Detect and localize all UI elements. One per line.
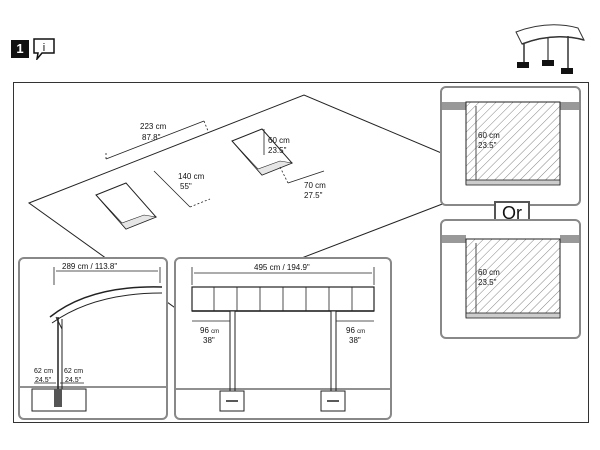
side-view-drawing: 289 cm / 113.8" 62 cm 24.5" 62 cm 24.5" [20, 262, 166, 412]
front-left-cm: 96 cm [200, 326, 219, 335]
hole-detail-bottom-drawing: 60 cm 23.5" [442, 235, 579, 319]
plan-hole-len-cm: 70 cm [304, 181, 326, 190]
main-frame: 223 cm 87.8" 140 cm 55" 60 cm 23.5" 70 c… [13, 82, 589, 423]
plan-hole-side-cm: 60 cm [268, 136, 290, 145]
plan-width-cm: 223 cm [140, 122, 167, 131]
front-view-drawing: 495 cm / 194.9" 96 cm 38" 96 cm 38" [176, 263, 390, 412]
plan-hole-len-in: 27.5" [304, 191, 323, 200]
hole-top-depth-in: 23.5" [478, 141, 497, 150]
plan-hole-side-in: 23.5" [268, 146, 287, 155]
plan-width-in: 87.8" [142, 133, 161, 142]
side-left-cm: 62 cm [34, 368, 53, 375]
front-right-cm: 96 cm [346, 326, 365, 335]
plan-depth-cm: 140 cm [178, 172, 205, 181]
hole-bottom-depth-cm: 60 cm [478, 268, 500, 277]
side-view-panel: 289 cm / 113.8" 62 cm 24.5" 62 cm 24.5" [18, 257, 168, 420]
side-right-cm: 62 cm [64, 368, 83, 375]
front-left-in: 38" [203, 336, 215, 345]
svg-text:i: i [43, 42, 45, 54]
side-left-in: 24.5" [35, 377, 52, 384]
carport-thumbnail-icon [515, 24, 585, 74]
front-span-label: 495 cm / 194.9" [254, 263, 310, 272]
ground-plan: 223 cm 87.8" 140 cm 55" 60 cm 23.5" 70 c… [27, 94, 485, 308]
hole-detail-bottom-panel: 60 cm 23.5" [440, 219, 581, 339]
front-view-panel: 495 cm / 194.9" 96 cm 38" 96 cm 38" [174, 257, 392, 420]
side-right-in: 24.5" [65, 377, 82, 384]
side-span-label: 289 cm / 113.8" [62, 262, 117, 271]
step-number: 1 [11, 40, 29, 58]
hole-detail-top-drawing: 60 cm 23.5" [442, 101, 579, 186]
front-right-in: 38" [349, 336, 361, 345]
plan-depth-in: 55" [180, 182, 192, 191]
hole-detail-top-panel: 60 cm 23.5" [440, 86, 581, 206]
hole-top-depth-cm: 60 cm [478, 131, 500, 140]
hole-bottom-depth-in: 23.5" [478, 278, 497, 287]
info-icon[interactable]: i [32, 38, 56, 60]
